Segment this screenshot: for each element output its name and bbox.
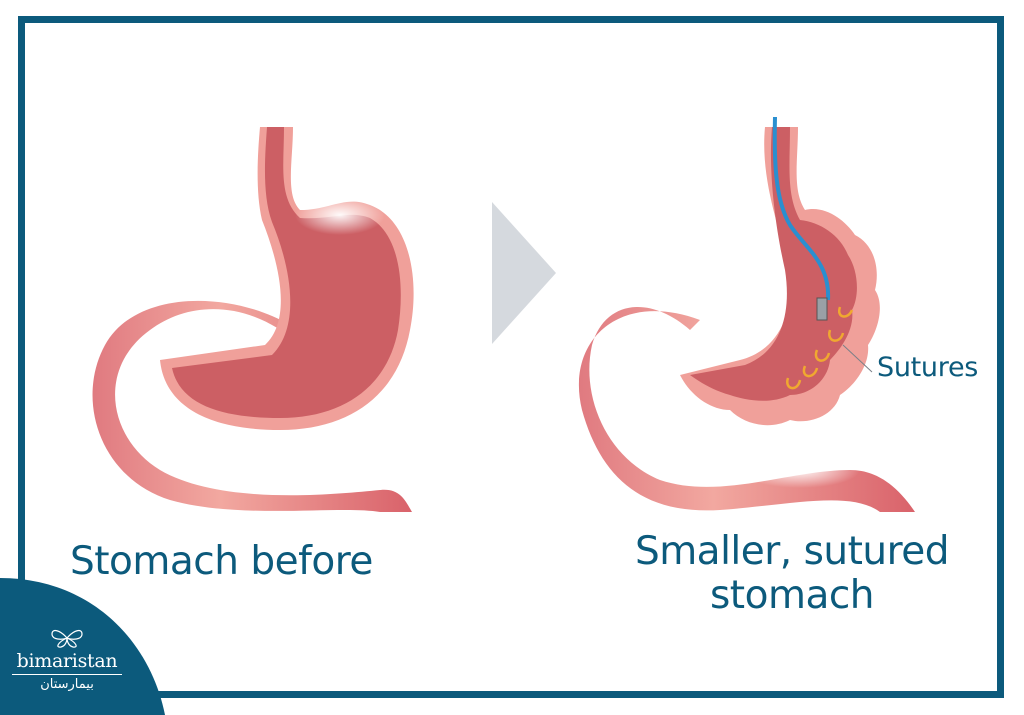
right-arrow-icon: [492, 202, 556, 344]
endoscope-tip-icon: [816, 297, 828, 321]
sutures-icon: [786, 306, 854, 390]
logo-background: [0, 578, 165, 715]
after-caption-line2: stomach: [709, 572, 875, 618]
brand-logo: bimaristan بيمارستان: [12, 650, 122, 692]
before-caption: Stomach before: [70, 539, 373, 584]
callout-line: [842, 344, 873, 373]
sutures-callout-label: Sutures: [877, 352, 979, 383]
after-caption-line1: Smaller, sutured: [634, 529, 950, 574]
stomach-after-icon: [578, 116, 915, 512]
stomach-before-icon: [92, 127, 414, 512]
brand-name: bimaristan: [12, 650, 122, 675]
brand-name-arabic: بيمارستان: [40, 677, 94, 692]
diagram-frame: [18, 16, 1004, 698]
butterfly-logo-icon: [51, 629, 83, 648]
after-caption: Smaller, sutured stomach: [612, 530, 972, 617]
